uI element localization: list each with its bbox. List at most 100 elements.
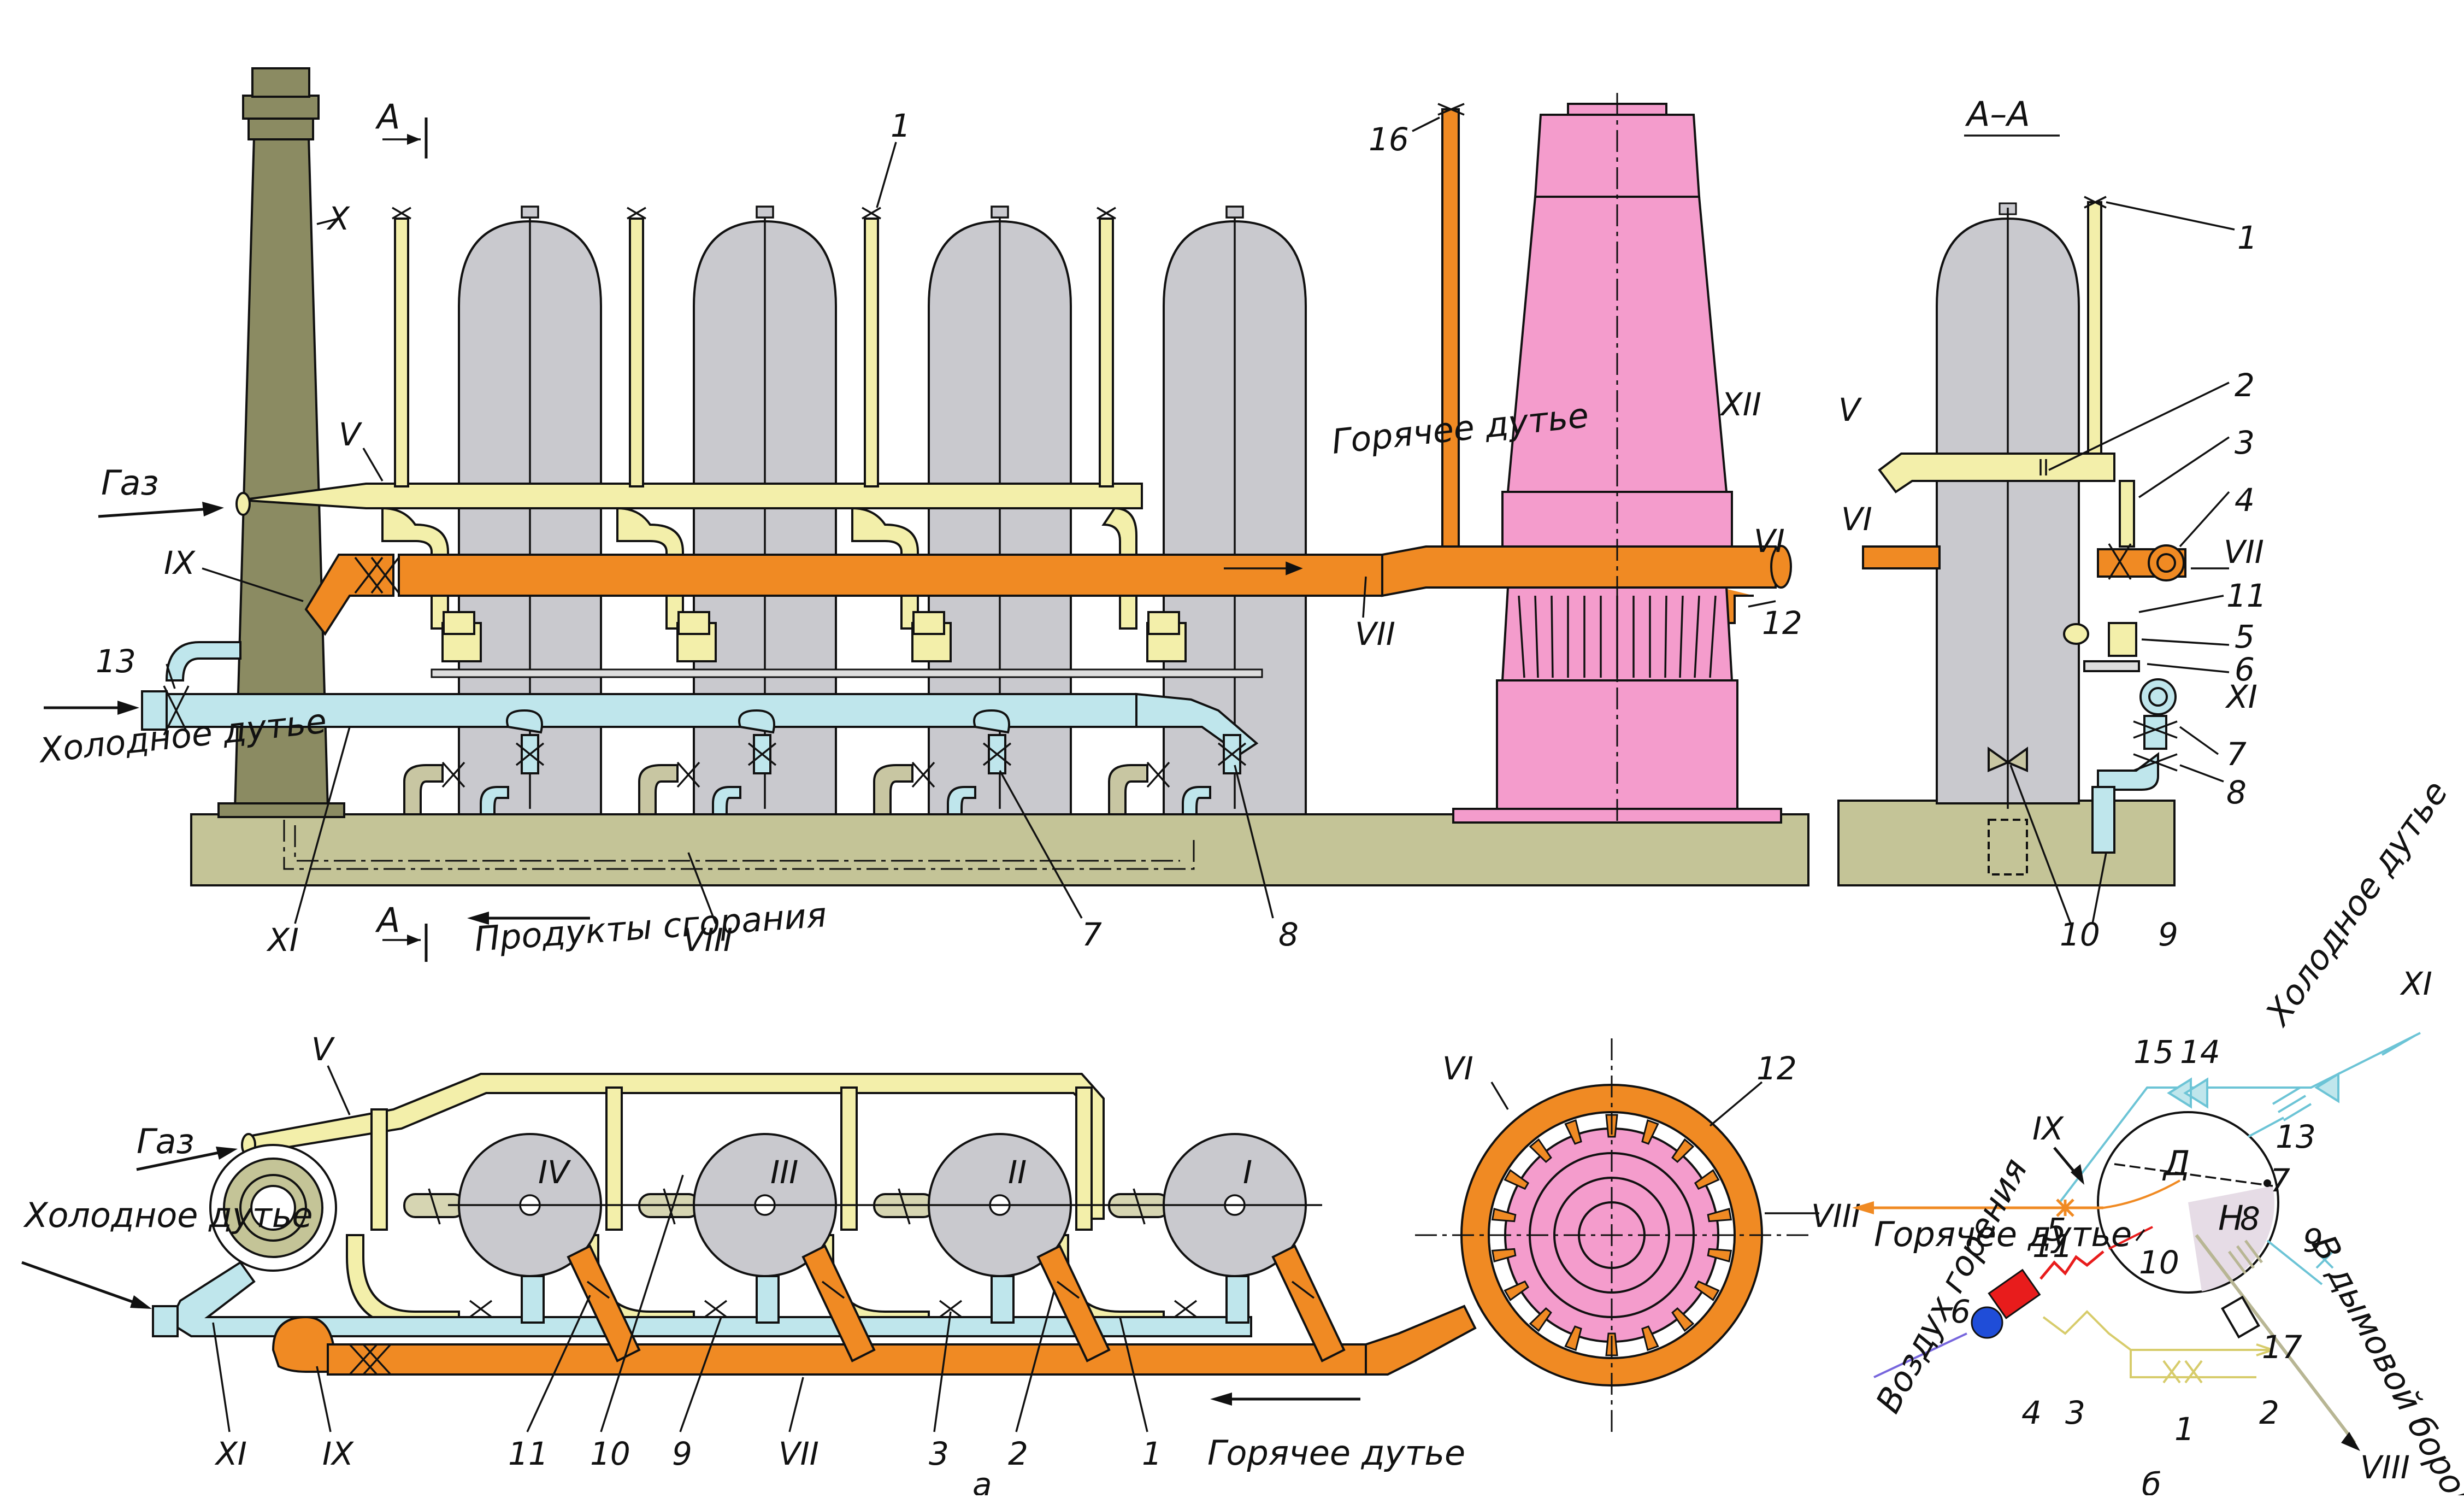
schematic-arrows	[2053, 1147, 2145, 1242]
label-VIII: VIII	[683, 921, 733, 959]
foundation	[190, 813, 1809, 886]
schematic-label-XI: XI	[2400, 965, 2432, 1002]
schematic-label-13: 13	[2276, 1118, 2316, 1155]
schematic-cold-blast	[2059, 1032, 2421, 1203]
burner-valves	[443, 611, 1180, 635]
section-label-11: 11	[2226, 577, 2267, 614]
flue-valve-marks	[441, 761, 1170, 788]
section-label-3: 3	[2235, 424, 2255, 461]
plan-stove-label-3: III	[770, 1154, 798, 1191]
schematic-label-11: 11	[2032, 1227, 2073, 1265]
schematic-hot-blast	[1852, 1179, 2180, 1217]
stove-elevations	[458, 205, 1307, 815]
plan-stove-label-1: I	[1243, 1154, 1252, 1191]
schematic-label-9: 9	[2303, 1222, 2323, 1259]
plan-cold-blast-label: Холодное дутье	[23, 1195, 313, 1235]
plan-label-VIII: VIII	[1811, 1197, 1861, 1235]
schematic-item-17	[2221, 1295, 2260, 1339]
schematic-hot-blast-label: Горячее дутье	[1874, 1214, 2132, 1254]
plan-label-IX: IX	[322, 1435, 354, 1472]
plan-label-9: 9	[672, 1435, 692, 1472]
plan-label-1: 1	[1142, 1435, 1162, 1472]
section-mark-bottom: А	[375, 900, 400, 940]
section-label-XI: XI	[2225, 678, 2257, 715]
plan-view: IV III II I	[21, 1031, 1861, 1498]
label-1: 1	[891, 107, 911, 144]
cold-blast-valves	[163, 685, 1247, 766]
chamber-d: Д	[2162, 1143, 2190, 1183]
flow-arrows	[44, 502, 590, 925]
schematic-label-5: 5	[2046, 1211, 2066, 1248]
chimney-valves	[403, 764, 1211, 815]
schematic-label-7: 7	[2270, 1162, 2290, 1199]
label-XI: XI	[266, 921, 299, 959]
label-VI: VI	[1754, 522, 1785, 560]
schematic-label-15: 15	[2133, 1033, 2174, 1071]
schematic-gas	[2042, 1310, 2273, 1384]
chamber-n: Н	[2218, 1198, 2244, 1238]
plan-label-10: 10	[590, 1435, 630, 1472]
label-V: V	[339, 416, 363, 453]
plan-caption: а	[972, 1466, 992, 1495]
schematic-combustion-air	[1873, 1226, 2153, 1378]
label-16: 16	[1369, 121, 1409, 158]
plan-chimney	[209, 1144, 337, 1272]
plan-valves	[349, 1188, 1315, 1376]
section-label-1: 1	[2237, 219, 2257, 256]
schematic-label-2: 2	[2259, 1394, 2279, 1431]
plan-label-XI: XI	[214, 1435, 247, 1472]
section-title: А–А	[1965, 94, 2030, 134]
section-label-VI: VI	[1841, 501, 1872, 538]
plan-label-12: 12	[1756, 1050, 1797, 1087]
section-label-6: 6	[2235, 651, 2255, 688]
tuyere-hatching	[1518, 595, 1717, 678]
label-IX: IX	[164, 544, 196, 581]
schematic-caption: б	[2142, 1466, 2161, 1495]
plan-hot-blast-label: Горячее дутье	[1207, 1433, 1465, 1473]
section-label-8: 8	[2226, 774, 2247, 811]
plan-leader-lines	[212, 1065, 1819, 1432]
elevation-view: А А X	[36, 67, 1809, 962]
underground-flue	[283, 820, 1195, 870]
schematic-label-1: 1	[2174, 1411, 2195, 1448]
chimney	[217, 67, 345, 818]
section-label-7: 7	[2226, 736, 2247, 773]
plan-arrows	[21, 1147, 1360, 1406]
section-label-5: 5	[2235, 618, 2255, 655]
schematic-label-IX: IX	[2032, 1110, 2064, 1147]
fan-motor	[1971, 1306, 2003, 1339]
label-7: 7	[1082, 916, 1102, 953]
schematic-label-10: 10	[2139, 1244, 2179, 1281]
label-X: X	[326, 200, 350, 237]
section-label-10: 10	[2060, 916, 2100, 953]
plan-label-2: 2	[1008, 1435, 1028, 1472]
schematic-label-6: 6	[1950, 1293, 1971, 1330]
section-label-9: 9	[2158, 916, 2178, 953]
section-markers: А А	[375, 97, 428, 962]
schematic-n-zone	[2188, 1186, 2274, 1291]
plan-label-VII: VII	[779, 1435, 819, 1472]
plan-label-11: 11	[508, 1435, 549, 1472]
schematic-label-VIII: VIII	[2360, 1449, 2410, 1486]
plan-stove-label-2: II	[1008, 1154, 1027, 1191]
label-13: 13	[96, 643, 136, 680]
plan-cold-blast	[152, 1261, 1252, 1337]
label-8: 8	[1278, 916, 1299, 953]
plan-furnace-axes	[1415, 1038, 1808, 1432]
section-foundation	[1837, 800, 2176, 886]
fan-housing	[1988, 1268, 2041, 1319]
schematic-label-14: 14	[2180, 1033, 2220, 1071]
plan-tuyeres	[1491, 1114, 1732, 1356]
section-valve-marks	[2009, 196, 2235, 924]
hot-blast-valves	[354, 103, 1465, 594]
section-a-a: А–А	[1837, 94, 2267, 953]
plan-label-V: V	[311, 1031, 335, 1068]
leader-lines	[166, 116, 1776, 924]
schematic-label-17: 17	[2262, 1329, 2302, 1366]
section-label-VII: VII	[2224, 533, 2264, 571]
section-label-2: 2	[2235, 367, 2255, 404]
section-label-4: 4	[2235, 481, 2255, 519]
plan-hot-blast	[272, 1244, 1477, 1376]
